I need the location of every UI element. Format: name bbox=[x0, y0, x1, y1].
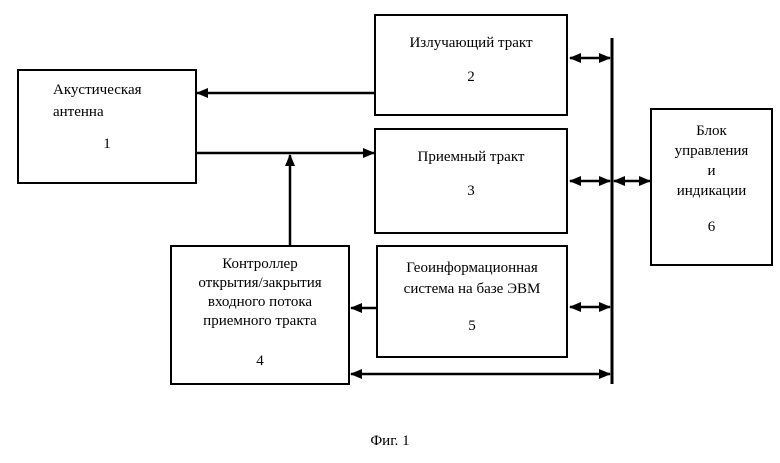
block-1-number: 1 bbox=[19, 135, 195, 154]
block-gis-computer: Геоинформационная система на базе ЭВМ 5 bbox=[376, 245, 568, 358]
block-2-number: 2 bbox=[376, 68, 566, 87]
block-4-line-2: открытия/закрытия bbox=[172, 274, 348, 293]
block-receiving-path: Приемный тракт 3 bbox=[374, 128, 568, 234]
block-acoustic-antenna: Акустическая антенна 1 bbox=[17, 69, 197, 184]
block-6-line-3: и bbox=[652, 162, 771, 181]
block-3-title: Приемный тракт bbox=[376, 148, 566, 167]
block-4-line-1: Контроллер bbox=[172, 255, 348, 274]
block-5-line-2: система на базе ЭВМ bbox=[378, 280, 566, 299]
block-6-line-4: индикации bbox=[652, 182, 771, 201]
block-4-number: 4 bbox=[172, 352, 348, 371]
block-emitting-path: Излучающий тракт 2 bbox=[374, 14, 568, 116]
block-2-title: Излучающий тракт bbox=[376, 34, 566, 53]
block-control-indication: Блок управления и индикации 6 bbox=[650, 108, 773, 266]
block-5-number: 5 bbox=[378, 317, 566, 336]
block-4-line-3: входного потока bbox=[172, 293, 348, 312]
block-5-line-1: Геоинформационная bbox=[378, 259, 566, 278]
block-6-line-2: управления bbox=[652, 142, 771, 161]
block-3-number: 3 bbox=[376, 182, 566, 201]
block-1-line-2: антенна bbox=[53, 103, 195, 122]
block-flow-controller: Контроллер открытия/закрытия входного по… bbox=[170, 245, 350, 385]
figure-caption: Фиг. 1 bbox=[0, 433, 780, 450]
block-4-line-4: приемного тракта bbox=[172, 312, 348, 331]
block-1-line-1: Акустическая bbox=[53, 81, 195, 100]
block-6-number: 6 bbox=[652, 218, 771, 237]
block-6-line-1: Блок bbox=[652, 122, 771, 141]
